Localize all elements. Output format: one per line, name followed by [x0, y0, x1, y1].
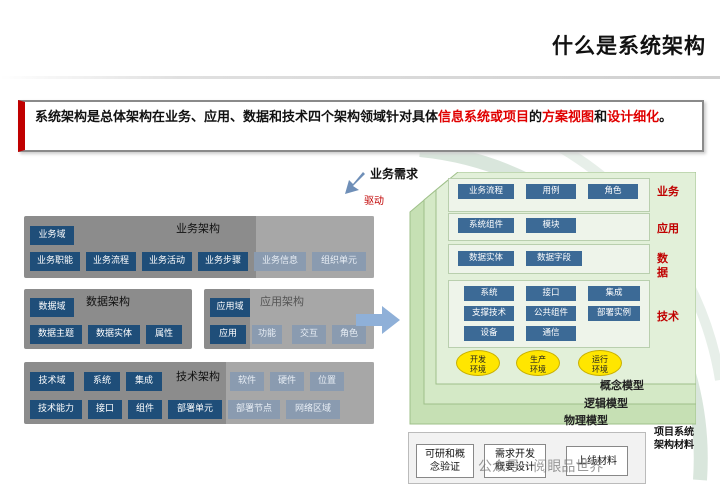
document-feasibility: 可研和概 念验证: [416, 444, 474, 478]
definition-highlight-system: 信息系统或项目: [438, 110, 530, 125]
watermark: 公众号 · 阅眼品世界: [478, 459, 604, 475]
data-item-chip: 属性: [146, 325, 182, 344]
document-requirements: 需求开发 概要设计: [484, 444, 546, 478]
physical-model-label: 物理模型: [564, 414, 608, 427]
technology-item-chip: 组件: [128, 400, 162, 419]
model-tech-item: 集成: [588, 286, 640, 301]
model-application-label: 应用: [657, 222, 679, 235]
data-item-chip: 数据主题: [30, 325, 82, 344]
technology-item-chip: 位置: [310, 372, 344, 391]
model-data-item: 数据实体: [458, 251, 514, 266]
dev-environment-oval: 开发 环境: [456, 350, 500, 376]
run-environment-oval: 运行 环境: [578, 350, 622, 376]
arrow-down-left-icon: [345, 172, 365, 194]
definition-highlight-design: 设计细化: [607, 110, 660, 125]
model-application-item: 系统组件: [458, 218, 514, 233]
model-tech-item: 支撑技术: [464, 306, 514, 321]
definition-text-3: 和: [594, 110, 608, 125]
business-item-chip: 组织单元: [312, 252, 366, 271]
application-item-chip: 交互: [292, 325, 326, 344]
model-tech-item: 通信: [526, 326, 576, 341]
definition-text-4: 。: [659, 110, 673, 125]
data-item-chip: 数据实体: [88, 325, 140, 344]
model-tech-label: 技术: [657, 310, 679, 323]
document-release: 上线材料: [566, 446, 628, 476]
application-architecture-title: 应用架构: [260, 295, 304, 308]
technology-item-chip: 部署节点: [228, 400, 280, 419]
business-architecture-title: 业务架构: [176, 222, 220, 235]
technology-domain-chip: 技术域: [30, 372, 74, 391]
model-application-item: 模块: [526, 218, 576, 233]
project-materials-label: 项目系统 架构材料: [654, 427, 694, 451]
technology-item-chip: 网络区域: [286, 400, 340, 419]
business-item-chip: 业务职能: [30, 252, 80, 271]
model-data-label: 数据: [657, 252, 668, 279]
technology-item-chip: 部署单元: [168, 400, 222, 419]
technology-architecture-title: 技术架构: [176, 370, 220, 383]
definition-text-1: 系统架构是总体架构在业务、应用、数据和技术四个架构领域针对具体: [35, 110, 439, 125]
business-domain-chip: 业务域: [30, 226, 74, 245]
logical-model-label: 逻辑模型: [584, 397, 628, 410]
definition-text-2: 的: [529, 110, 543, 125]
technology-item-chip: 系统: [84, 372, 120, 391]
data-domain-chip: 数据域: [30, 298, 74, 317]
model-tech-item: 系统: [464, 286, 514, 301]
technology-item-chip: 集成: [126, 372, 162, 391]
arrow-right-icon: [356, 306, 400, 334]
technology-item-chip: 硬件: [270, 372, 304, 391]
model-tech-item: 部署实例: [588, 306, 640, 321]
application-item-chip: 应用: [210, 325, 246, 344]
model-business-item: 业务流程: [458, 184, 514, 199]
application-item-chip: 角色: [332, 325, 366, 344]
model-tech-item: 接口: [526, 286, 576, 301]
model-business-item: 角色: [588, 184, 638, 199]
technology-item-chip: 软件: [230, 372, 264, 391]
business-item-chip: 业务流程: [86, 252, 136, 271]
concept-model-label: 概念模型: [600, 379, 644, 392]
technology-item-chip: 接口: [88, 400, 122, 419]
application-item-chip: 功能: [252, 325, 282, 344]
model-tech-item: 设备: [464, 326, 514, 341]
prod-environment-oval: 生产 环境: [516, 350, 560, 376]
model-tech-item: 公共组件: [526, 306, 576, 321]
title-divider: [0, 76, 720, 79]
page-title: 什么是系统架构: [552, 34, 706, 58]
model-business-label: 业务: [657, 185, 679, 198]
driver-label: 驱动: [364, 196, 384, 207]
definition-highlight-view: 方案视图: [542, 110, 595, 125]
technology-item-chip: 技术能力: [30, 400, 82, 419]
business-item-chip: 业务步骤: [198, 252, 248, 271]
business-item-chip: 业务活动: [142, 252, 192, 271]
definition-box: 系统架构是总体架构在业务、应用、数据和技术四个架构领域针对具体信息系统或项目的方…: [18, 100, 704, 152]
data-architecture-title: 数据架构: [86, 295, 130, 308]
model-data-item: 数据字段: [526, 251, 582, 266]
business-item-chip: 业务信息: [254, 252, 306, 271]
business-need-label: 业务需求: [370, 167, 419, 181]
model-business-item: 用例: [526, 184, 576, 199]
application-domain-chip: 应用域: [210, 298, 250, 317]
